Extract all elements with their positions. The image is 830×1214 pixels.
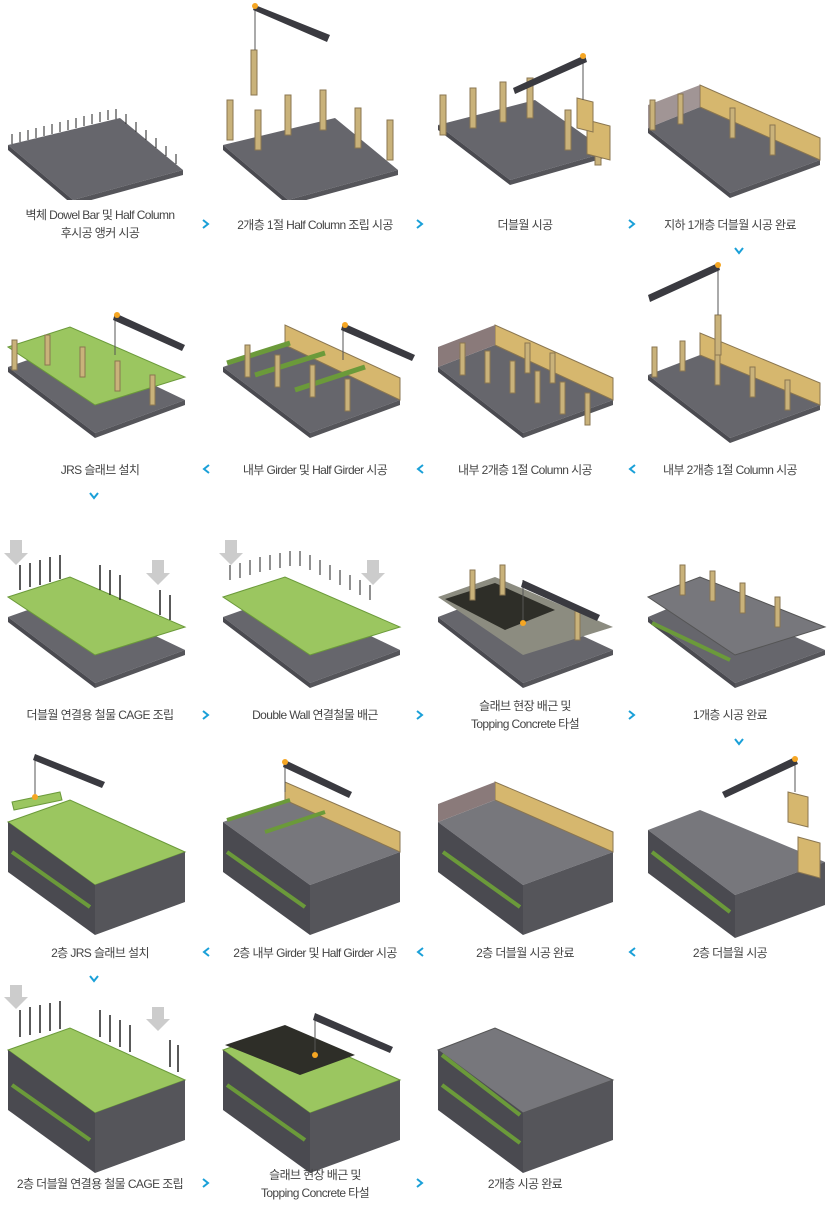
chevron-right-icon [416,710,424,720]
floor-complete-illustration [646,564,827,688]
step-label: 1개층 시공 완료 [692,708,768,722]
step-label: 2개층 1절 Half Column 조립 시공 [237,218,393,232]
2f-cage-illustration [4,985,187,1173]
chevron-down-icon [89,492,99,500]
step-label: 2층 더블월 시공 완료 [476,946,574,960]
step-label: 내부 2개층 1절 Column 시공 [458,463,593,477]
step-label: JRS 슬래브 설치 [60,463,140,477]
chevron-right-icon [628,219,636,229]
chevron-left-icon [202,947,210,957]
chevron-left-icon [628,464,636,474]
chevron-right-icon [202,219,210,229]
step-label: 2개층 시공 완료 [487,1177,563,1191]
chevron-down-icon [89,975,99,983]
chevron-left-icon [628,947,636,957]
step-label: 더블월 시공 [497,218,554,232]
step-label: 내부 2개층 1절 Column 시공 [663,463,798,477]
step-label: 내부 Girder 및 Half Girder 시공 [242,463,388,477]
chevron-left-icon [202,464,210,474]
chevron-down-icon [734,247,744,255]
2f-double-wall-illustration [648,756,825,938]
chevron-down-icon [734,738,744,746]
chevron-right-icon [202,710,210,720]
chevron-right-icon [416,1178,424,1188]
step-label: 2층 더블월 시공 [692,946,768,960]
2f-topping-concrete-illustration [221,1013,402,1173]
step-label: 슬래브 현장 배근 및 Topping Concrete 타설 [470,699,580,731]
complete-illustration [436,1027,615,1173]
girder-illustration [223,322,415,438]
step-label: 슬래브 현장 배근 및 Topping Concrete 타설 [260,1168,370,1200]
double-wall-illustration [438,53,611,185]
chevron-right-icon [416,219,424,229]
2f-girder-illustration [223,759,401,935]
double-wall-complete-illustration [648,84,821,198]
step-label: 지하 1개층 더블월 시공 완료 [664,218,796,232]
step-label: 더블월 연결용 철물 CAGE 조립 [26,708,175,722]
chevron-left-icon [416,464,424,474]
rebar-illustration [219,540,402,688]
chevron-right-icon [628,710,636,720]
step-label: 2층 JRS 슬래브 설치 [51,946,149,960]
2f-jrs-slab-illustration [6,754,187,935]
dowel-bar-illustration [8,109,183,200]
2f-double-wall-complete-illustration [438,781,614,935]
column-illustration [438,324,614,438]
column-crane-illustration [648,262,821,443]
half-column-illustration [223,3,398,200]
jrs-slab-illustration [6,312,187,438]
chevron-right-icon [202,1178,210,1188]
step-label: 벽체 Dowel Bar 및 Half Column 후시공 앵커 시공 [25,208,176,240]
chevron-left-icon [416,947,424,957]
step-label: Double Wall 연결철물 배근 [252,708,378,722]
step-label: 2층 내부 Girder 및 Half Girder 시공 [233,946,397,960]
topping-concrete-illustration [438,564,613,688]
step-label: 2층 더블월 연결용 철물 CAGE 조립 [16,1177,184,1191]
cage-illustration [4,540,187,688]
